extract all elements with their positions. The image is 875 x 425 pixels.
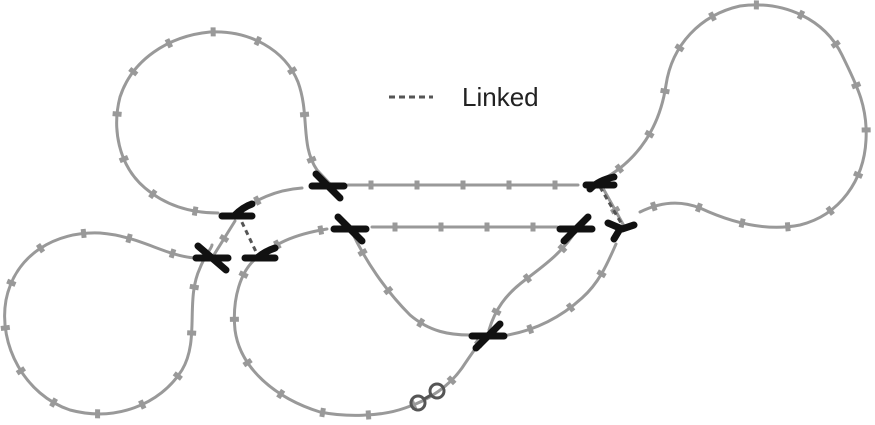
track-joint — [242, 358, 253, 368]
link — [598, 186, 626, 229]
track-joint — [148, 188, 158, 200]
track-joint — [557, 243, 568, 254]
track-joint — [219, 233, 230, 243]
switches — [192, 170, 638, 352]
track-joint — [674, 43, 685, 53]
crossing[interactable] — [556, 213, 596, 245]
track-bottom-right-connector[interactable] — [506, 242, 618, 337]
track-joint — [416, 317, 426, 328]
track-right-diagonal[interactable] — [487, 228, 578, 332]
link — [236, 213, 260, 257]
track-joint — [830, 39, 841, 49]
track-joint — [317, 225, 325, 235]
track-joint — [112, 111, 122, 117]
track-joint — [660, 87, 670, 95]
track-joint — [784, 222, 791, 232]
track-joint — [694, 202, 703, 213]
track-joint — [383, 285, 394, 296]
track-joint — [851, 81, 862, 90]
track-joint — [118, 155, 129, 164]
track-joint — [825, 205, 835, 216]
crossing[interactable] — [468, 320, 508, 352]
turnout[interactable] — [218, 200, 256, 220]
switch-links — [236, 186, 626, 257]
track-joint — [446, 375, 457, 386]
track-joint — [306, 155, 317, 164]
track-joint — [128, 66, 139, 77]
track-joint — [168, 248, 177, 259]
track-joint — [357, 248, 368, 257]
track-joint — [187, 330, 197, 336]
track-top-left-loop[interactable] — [115, 30, 334, 215]
track-joint — [238, 270, 249, 279]
track-joint — [253, 35, 263, 47]
track-bottom-center-loop[interactable] — [232, 255, 488, 417]
track-joint — [644, 129, 655, 139]
track-center-diagonal[interactable] — [350, 230, 472, 337]
track-joint — [796, 9, 806, 20]
track-joint — [6, 278, 17, 287]
track-top-right-loop[interactable] — [598, 3, 868, 229]
track-joint — [491, 307, 502, 317]
track-joint — [125, 233, 133, 244]
crossing[interactable] — [308, 170, 348, 202]
track-joint — [191, 206, 199, 216]
track-joint — [35, 243, 46, 254]
track-joint — [596, 269, 607, 279]
track-joint — [80, 228, 87, 239]
track-joint — [0, 324, 11, 331]
track-joint — [276, 388, 286, 400]
track-joint — [565, 302, 576, 313]
track-joint — [708, 11, 717, 22]
track-joint — [189, 283, 200, 291]
track-joint — [522, 273, 533, 284]
turnout[interactable] — [582, 173, 618, 193]
crossing[interactable] — [192, 242, 232, 274]
legend-label: Linked — [462, 82, 539, 112]
track-joint — [164, 38, 174, 49]
track-joint — [272, 239, 282, 250]
track-joint — [319, 407, 326, 418]
track-joint — [365, 410, 372, 420]
track-bottom-left-loop[interactable] — [3, 231, 214, 416]
track-joint — [172, 371, 183, 381]
track-joint — [253, 195, 262, 206]
legend: Linked — [389, 82, 539, 112]
track-joint — [287, 66, 298, 76]
turnout[interactable] — [604, 219, 638, 243]
crossing[interactable] — [330, 213, 370, 245]
track-joint — [526, 324, 535, 335]
uncoupler-marker[interactable] — [409, 382, 446, 412]
track-pieces — [3, 3, 868, 417]
track-joint — [15, 366, 27, 376]
track-joint — [49, 397, 58, 408]
track-joint — [614, 163, 625, 174]
track-joint — [138, 399, 147, 410]
track-joint — [299, 111, 310, 118]
turnout[interactable] — [241, 244, 279, 262]
track-joint — [852, 170, 864, 179]
track-joint — [650, 201, 658, 212]
track-joint — [738, 218, 746, 229]
